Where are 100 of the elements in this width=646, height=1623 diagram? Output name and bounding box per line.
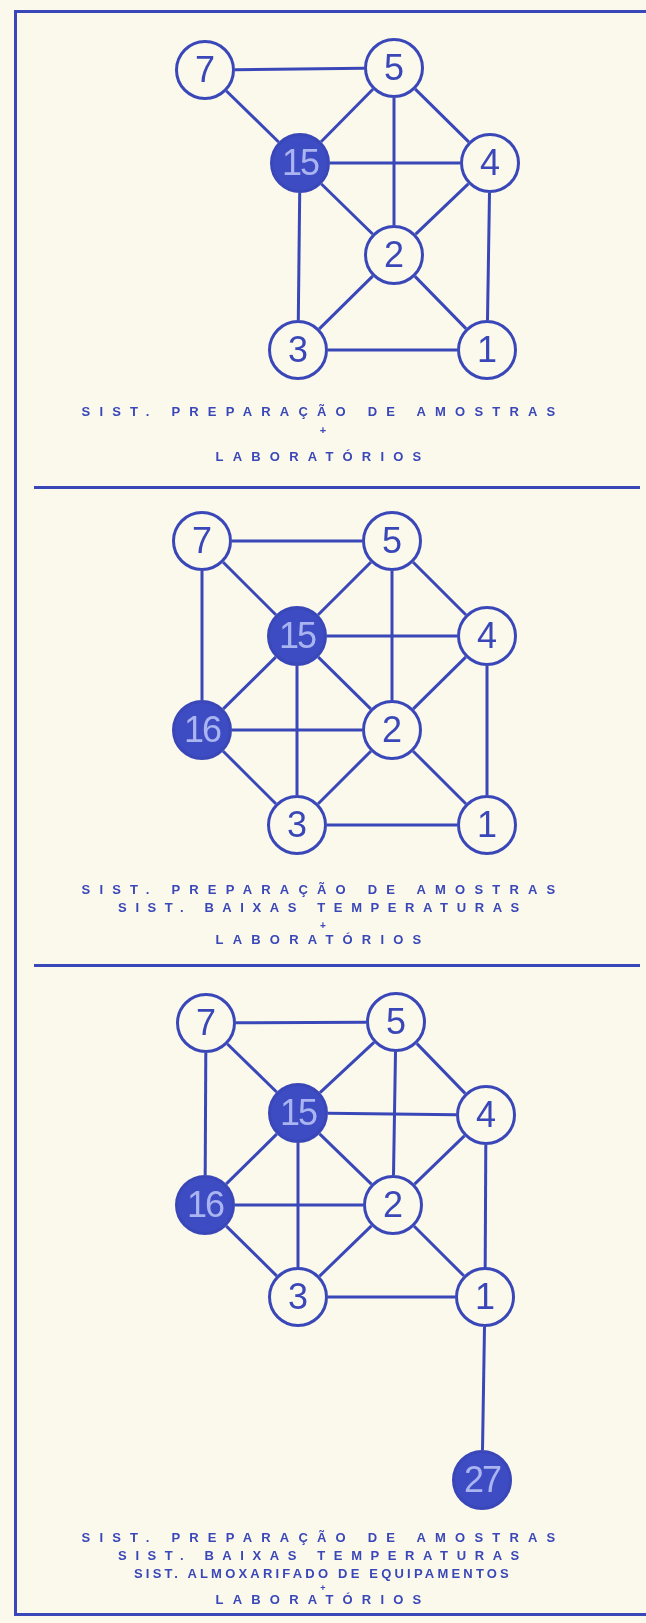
filled-circle-node [268, 1083, 328, 1143]
connector-line [413, 1225, 465, 1277]
connector-line [412, 750, 467, 805]
circle-node [366, 992, 426, 1052]
node-number: 2 [382, 712, 402, 748]
connector-line [328, 1295, 455, 1299]
filled-circle-node [172, 700, 232, 760]
connector-line [225, 89, 280, 144]
circle-node [363, 1175, 423, 1235]
connector-line [222, 750, 277, 805]
caption-text: LABORATÓRIOS [215, 1593, 431, 1606]
connector-line [236, 1020, 366, 1025]
connector-line [483, 1145, 488, 1267]
connector-line [415, 1042, 467, 1095]
plus-sign: + [320, 921, 326, 931]
circle-node [268, 320, 328, 380]
connector-line [486, 192, 491, 321]
caption-text: SIST. ALMOXARIFADO DE EQUIPAMENTOS [134, 1567, 512, 1580]
circle-node [172, 511, 232, 571]
connector-line [412, 656, 467, 710]
node-number: 5 [382, 523, 402, 559]
connector-line [412, 561, 467, 616]
connector-line [318, 1132, 373, 1186]
node-number: 2 [383, 1187, 403, 1223]
circle-node [362, 511, 422, 571]
node-number: 1 [477, 807, 497, 843]
node-number: 2 [384, 237, 404, 273]
connector-line [392, 1051, 397, 1176]
circle-node [460, 133, 520, 193]
node-number: 7 [192, 523, 212, 559]
plus-sign: + [320, 1584, 326, 1593]
node-number: 15 [281, 145, 318, 181]
node-number: 15 [278, 618, 315, 654]
node-number: 1 [475, 1279, 495, 1315]
connector-line [414, 88, 470, 143]
connector-line [317, 656, 372, 710]
node-number: 4 [476, 1097, 496, 1133]
connector-line [327, 823, 457, 827]
caption-text: SIST. BAIXAS TEMPERATURAS [118, 1549, 528, 1562]
node-number: 3 [287, 807, 307, 843]
node-number: 27 [463, 1462, 500, 1498]
circle-node [362, 700, 422, 760]
connector-line [296, 193, 302, 320]
circle-node [457, 606, 517, 666]
filled-circle-node [175, 1175, 235, 1235]
caption-text: SIST. PREPARAÇÃO DE AMOSTRAS [81, 1531, 565, 1544]
caption-text: LABORATÓRIOS [215, 450, 431, 463]
connector-line [413, 275, 468, 330]
node-number: 7 [195, 52, 215, 88]
circle-node [455, 1267, 515, 1327]
node-number: 4 [480, 145, 500, 181]
connector-line [318, 1041, 376, 1094]
connector-line [318, 1224, 373, 1278]
filled-circle-node [452, 1450, 512, 1510]
connector-line [413, 1134, 466, 1186]
connector-line [222, 656, 277, 710]
connector-line [226, 1042, 278, 1094]
connector-line [235, 66, 364, 72]
connector-line [328, 1111, 456, 1117]
connector-line [235, 1203, 363, 1207]
node-number: 4 [477, 618, 497, 654]
filled-circle-node [270, 133, 330, 193]
connector-line [327, 634, 457, 638]
node-number: 16 [183, 712, 220, 748]
circle-node [364, 225, 424, 285]
connector-line [200, 571, 204, 700]
connector-line [390, 571, 394, 700]
connector-line [225, 1133, 278, 1185]
connector-line [222, 561, 277, 616]
connector-line [318, 275, 374, 330]
connector-line [392, 98, 396, 225]
connector-line [320, 182, 374, 236]
connector-line [330, 161, 460, 165]
circle-node [268, 1267, 328, 1327]
node-number: 5 [384, 50, 404, 86]
caption-text: SIST. BAIXAS TEMPERATURAS [118, 901, 528, 914]
circle-node [364, 38, 424, 98]
connector-line [203, 1053, 208, 1175]
node-number: 15 [279, 1095, 316, 1131]
connector-line [317, 750, 372, 805]
connector-line [317, 561, 372, 616]
circle-node [175, 40, 235, 100]
node-number: 5 [386, 1004, 406, 1040]
circle-node [267, 795, 327, 855]
connector-line [485, 666, 489, 795]
circle-node [457, 320, 517, 380]
node-number: 7 [196, 1005, 216, 1041]
connector-line [328, 348, 457, 352]
circle-node [176, 993, 236, 1053]
connector-line [296, 1143, 300, 1267]
connector-line [295, 666, 299, 795]
connector-line [481, 1326, 486, 1451]
filled-circle-node [267, 606, 327, 666]
node-number: 3 [288, 1279, 308, 1315]
connector-line [232, 728, 362, 732]
node-number: 16 [186, 1187, 223, 1223]
plus-sign: + [319, 425, 327, 436]
connector-line [320, 88, 374, 143]
caption-text: SIST. PREPARAÇÃO DE AMOSTRAS [81, 883, 565, 896]
node-number: 1 [477, 332, 497, 368]
